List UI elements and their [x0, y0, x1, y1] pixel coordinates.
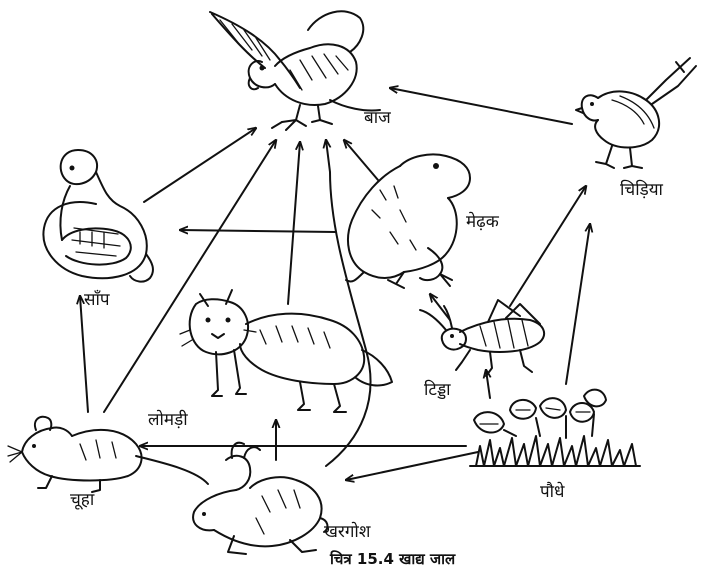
grasshopper-icon	[420, 300, 544, 376]
plants-icon	[470, 390, 640, 466]
label-frog: मेढ़क	[466, 214, 499, 231]
snake-icon	[43, 150, 153, 282]
fox-icon	[180, 290, 392, 412]
arrow-plants-to-rabbit	[346, 452, 478, 480]
arrow-fox-to-hawk	[288, 142, 300, 304]
label-snake: साँप	[84, 292, 110, 309]
arrow-sparrow-to-hawk	[390, 88, 572, 124]
frog-icon	[346, 154, 470, 288]
label-rat: चूहा	[70, 492, 94, 509]
arrow-frog-to-hawk	[344, 140, 378, 180]
arrow-plants-to-sparrow	[566, 224, 590, 384]
arrow-grasshopper-to-sparrow	[510, 186, 586, 306]
arrow-rat-to-snake	[80, 296, 88, 412]
rabbit-icon	[193, 443, 327, 554]
arrow-snake-to-hawk	[144, 128, 256, 202]
hawk-icon	[210, 11, 380, 130]
figure-caption: चित्र 15.4 खाद्य जाल	[330, 552, 455, 567]
label-hawk: बाज	[364, 110, 391, 127]
label-plants: पौधे	[540, 484, 565, 501]
label-rabbit: खरगोश	[324, 524, 370, 541]
arrow-frog-to-snake	[180, 230, 336, 232]
label-fox: लोमड़ी	[148, 412, 188, 429]
label-sparrow: चिड़िया	[620, 182, 663, 199]
label-grasshopper: टिड्डा	[424, 382, 451, 399]
sparrow-icon	[576, 58, 696, 168]
arrow-rabbit-to-hawk	[326, 140, 371, 466]
